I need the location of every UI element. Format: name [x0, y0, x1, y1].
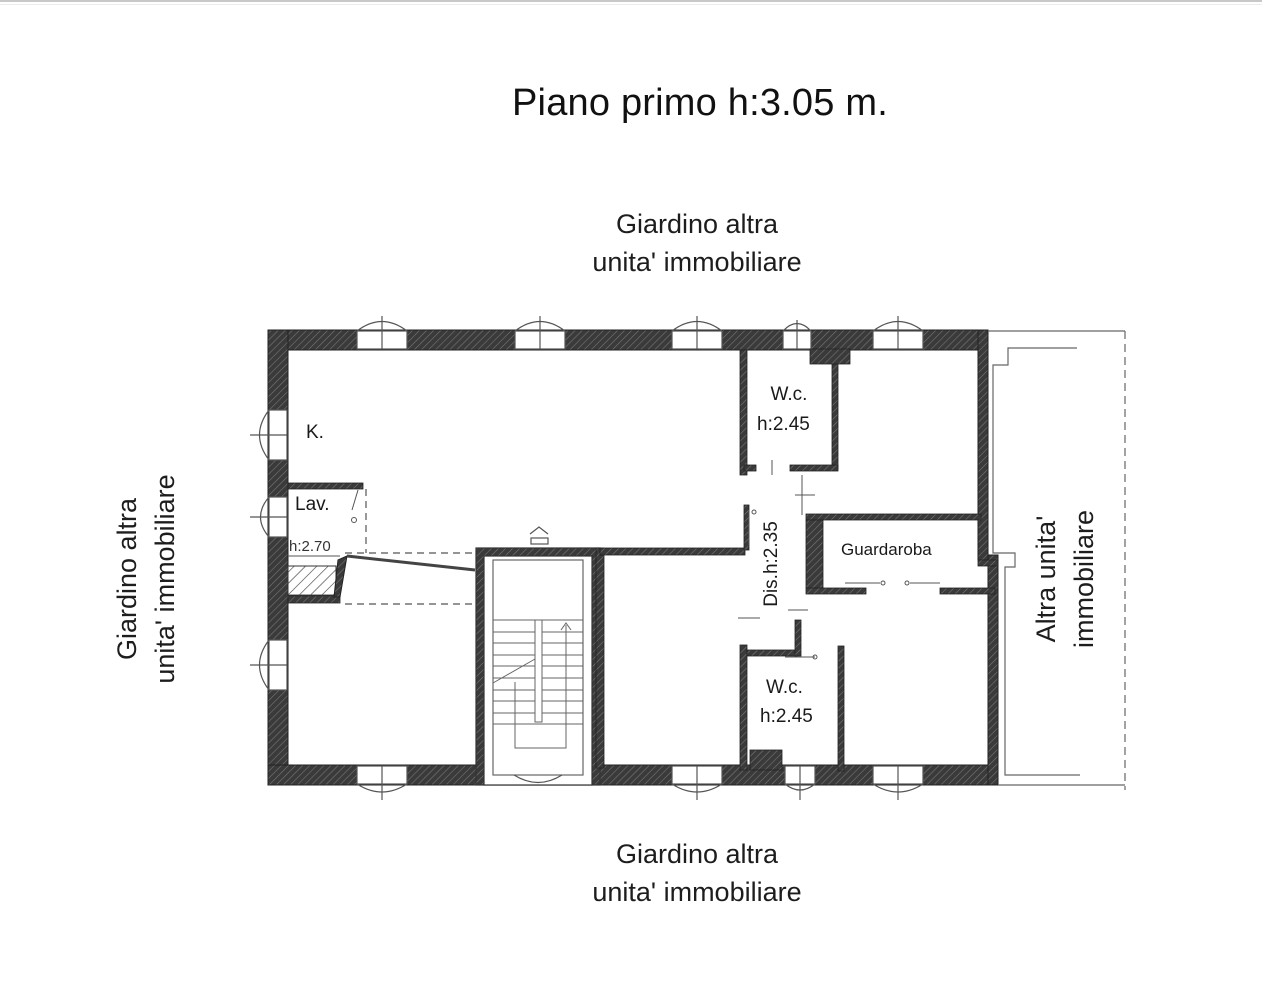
laundry-block [287, 554, 476, 598]
top-border-line-secondary [0, 4, 1262, 5]
room-wardrobe-label: Guardaroba [841, 540, 932, 559]
windows-left [250, 409, 288, 691]
room-wc-lower-height: h:2.45 [760, 706, 813, 727]
room-wc-lower-label: W.c. [766, 677, 803, 698]
label-line: Giardino altra [615, 839, 779, 869]
room-hallway-label: Dis.h:2.35 [761, 521, 782, 607]
label-line: unita' immobiliare [592, 877, 802, 907]
neighbor-unit-outline [988, 330, 1126, 790]
label-top-neighbor-garden: Giardino altra unita' immobiliare [497, 205, 897, 281]
dashed-lines [345, 489, 476, 605]
windows-bottom [356, 765, 924, 800]
stairwell [475, 526, 601, 786]
interior-walls [287, 348, 999, 772]
label-line: unita' immobiliare [592, 247, 802, 277]
room-laundry-height: h:2.70 [289, 538, 331, 555]
room-kitchen-label: K. [306, 422, 324, 443]
door-symbols [351, 460, 940, 660]
room-wc-upper-height: h:2.45 [757, 414, 810, 435]
room-laundry-label: Lav. [295, 494, 330, 515]
floor-plan-title: Piano primo h:3.05 m. [512, 82, 888, 124]
top-border-line [0, 0, 1262, 2]
room-wc-upper-label: W.c. [770, 384, 808, 405]
label-line: Giardino altra [615, 209, 779, 239]
label-bottom-neighbor-garden: Giardino altra unita' immobiliare [497, 835, 897, 911]
windows-top [356, 316, 924, 350]
